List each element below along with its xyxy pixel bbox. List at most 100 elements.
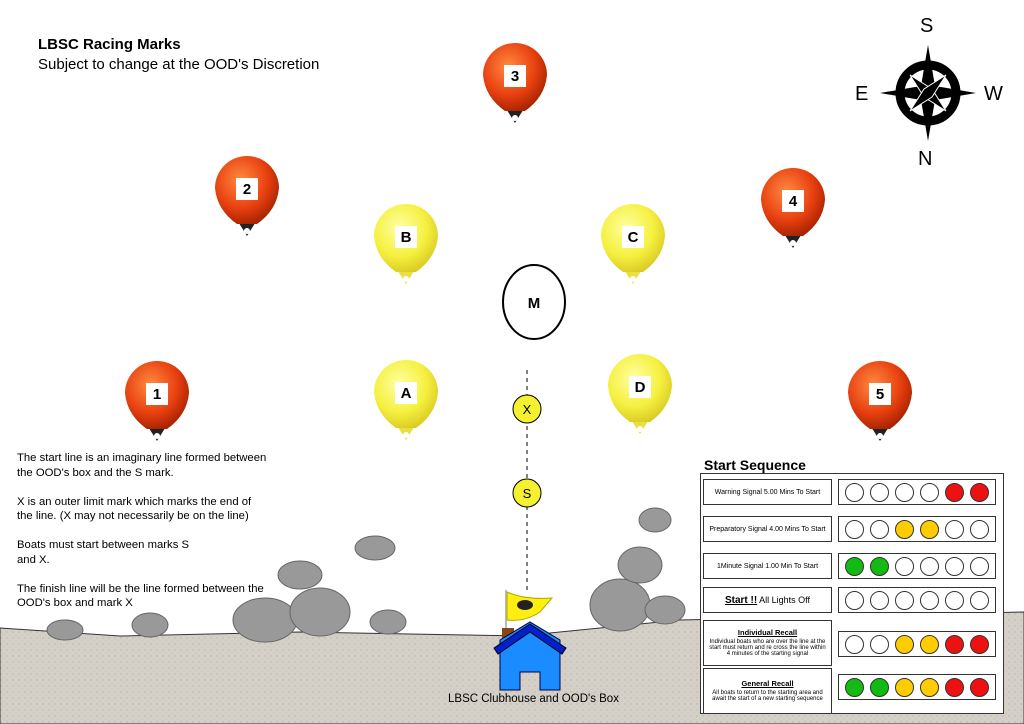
buoy-1: 1	[125, 361, 189, 441]
mark-s	[512, 478, 542, 508]
light-off	[920, 556, 939, 576]
clubhouse-icon	[493, 590, 567, 691]
light-off	[845, 634, 864, 654]
light-red	[970, 677, 989, 697]
compass-north: N	[918, 148, 933, 170]
light-amber	[895, 634, 914, 654]
note: Boats must start between marks S and X.	[17, 539, 190, 566]
light-off	[945, 590, 964, 610]
mark-m	[502, 264, 566, 340]
signal-lights	[838, 674, 996, 700]
light-green	[845, 677, 864, 697]
buoy-label: A	[401, 385, 412, 402]
light-red	[945, 634, 964, 654]
light-off	[870, 634, 889, 654]
buoy-A: A	[374, 360, 438, 440]
note: The start line is an imaginary line form…	[17, 452, 267, 479]
sequence-text: Warning Signal 5.00 Mins To Start	[714, 488, 821, 496]
rock	[131, 612, 169, 638]
sequence-label: 1Minute Signal 1.00 Min To Start	[703, 553, 832, 579]
compass-south: S	[920, 15, 934, 37]
light-green	[870, 677, 889, 697]
light-off	[945, 519, 964, 539]
note: X is an outer limit mark which marks the…	[17, 495, 252, 523]
light-amber	[895, 677, 914, 697]
buoy-label: 4	[789, 193, 798, 210]
rock	[369, 609, 407, 635]
rock	[589, 578, 651, 632]
light-off	[895, 590, 914, 610]
buoy-label: 2	[243, 181, 251, 198]
sequence-text: All Lights Off	[759, 594, 811, 605]
rock	[277, 560, 323, 590]
mark-m-label: M	[528, 295, 541, 312]
start-sequence-title: Start Sequence	[704, 457, 806, 473]
mark-x-label: X	[523, 402, 532, 417]
light-off	[945, 556, 964, 576]
buoy-4: 4	[761, 168, 825, 248]
light-off	[970, 519, 989, 539]
light-amber	[920, 677, 939, 697]
mark-x	[512, 394, 542, 424]
page-title: LBSC Racing Marks	[38, 36, 181, 53]
light-amber	[895, 519, 914, 539]
light-off	[870, 590, 889, 610]
rock	[354, 535, 396, 561]
signal-lights	[838, 553, 996, 579]
light-off	[870, 519, 889, 539]
light-amber	[920, 634, 939, 654]
sequence-text: 1Minute Signal 1.00 Min To Start	[716, 562, 819, 570]
light-off	[845, 519, 864, 539]
sequence-text: Preparatory Signal 4.00 Mins To Start	[709, 525, 826, 533]
light-off	[920, 482, 939, 502]
page-subtitle: Subject to change at the OOD's Discretio…	[38, 56, 320, 73]
light-off	[920, 590, 939, 610]
rock	[617, 546, 663, 584]
buoy-5: 5	[848, 361, 912, 441]
light-off	[970, 590, 989, 610]
buoy-3: 3	[483, 43, 547, 123]
light-red	[945, 482, 964, 502]
mark-s-label: S	[523, 486, 532, 501]
light-off	[895, 482, 914, 502]
light-off	[895, 556, 914, 576]
light-amber	[920, 519, 939, 539]
buoy-label: 3	[511, 68, 519, 85]
buoy-label: D	[635, 379, 646, 396]
signal-lights	[838, 516, 996, 542]
footprint-icon	[517, 600, 533, 610]
sequence-text: Individual boats who are over the line a…	[709, 638, 826, 657]
rock	[644, 595, 686, 625]
signal-lights	[838, 631, 996, 657]
buoy-label: C	[628, 229, 639, 246]
sequence-label: Preparatory Signal 4.00 Mins To Start	[703, 516, 832, 542]
buoy-2: 2	[215, 156, 279, 236]
buoy-C: C	[601, 204, 665, 284]
sequence-text: All boats to return to the starting area…	[712, 689, 823, 702]
note: The finish line will be the line formed …	[17, 582, 264, 610]
rock	[289, 587, 351, 637]
signal-lights	[838, 587, 996, 613]
buoy-label: 1	[153, 386, 161, 403]
sequence-heading: Start !!	[724, 594, 758, 606]
buoy-label: 5	[876, 386, 884, 403]
buoys: 1 2 3 4 5 A B C D	[125, 43, 912, 441]
light-off	[845, 590, 864, 610]
rock	[638, 507, 672, 533]
clubhouse-label: LBSC Clubhouse and OOD's Box	[448, 693, 619, 705]
compass-east: E	[855, 83, 869, 105]
sequence-heading: General Recall	[741, 678, 794, 688]
light-off	[845, 482, 864, 502]
light-red	[970, 482, 989, 502]
light-off	[870, 482, 889, 502]
light-red	[945, 677, 964, 697]
compass-west: W	[984, 83, 1003, 105]
rock	[46, 619, 84, 641]
light-red	[970, 634, 989, 654]
sequence-heading: Individual Recall	[737, 627, 798, 637]
rocks	[46, 507, 686, 643]
light-green	[845, 556, 864, 576]
